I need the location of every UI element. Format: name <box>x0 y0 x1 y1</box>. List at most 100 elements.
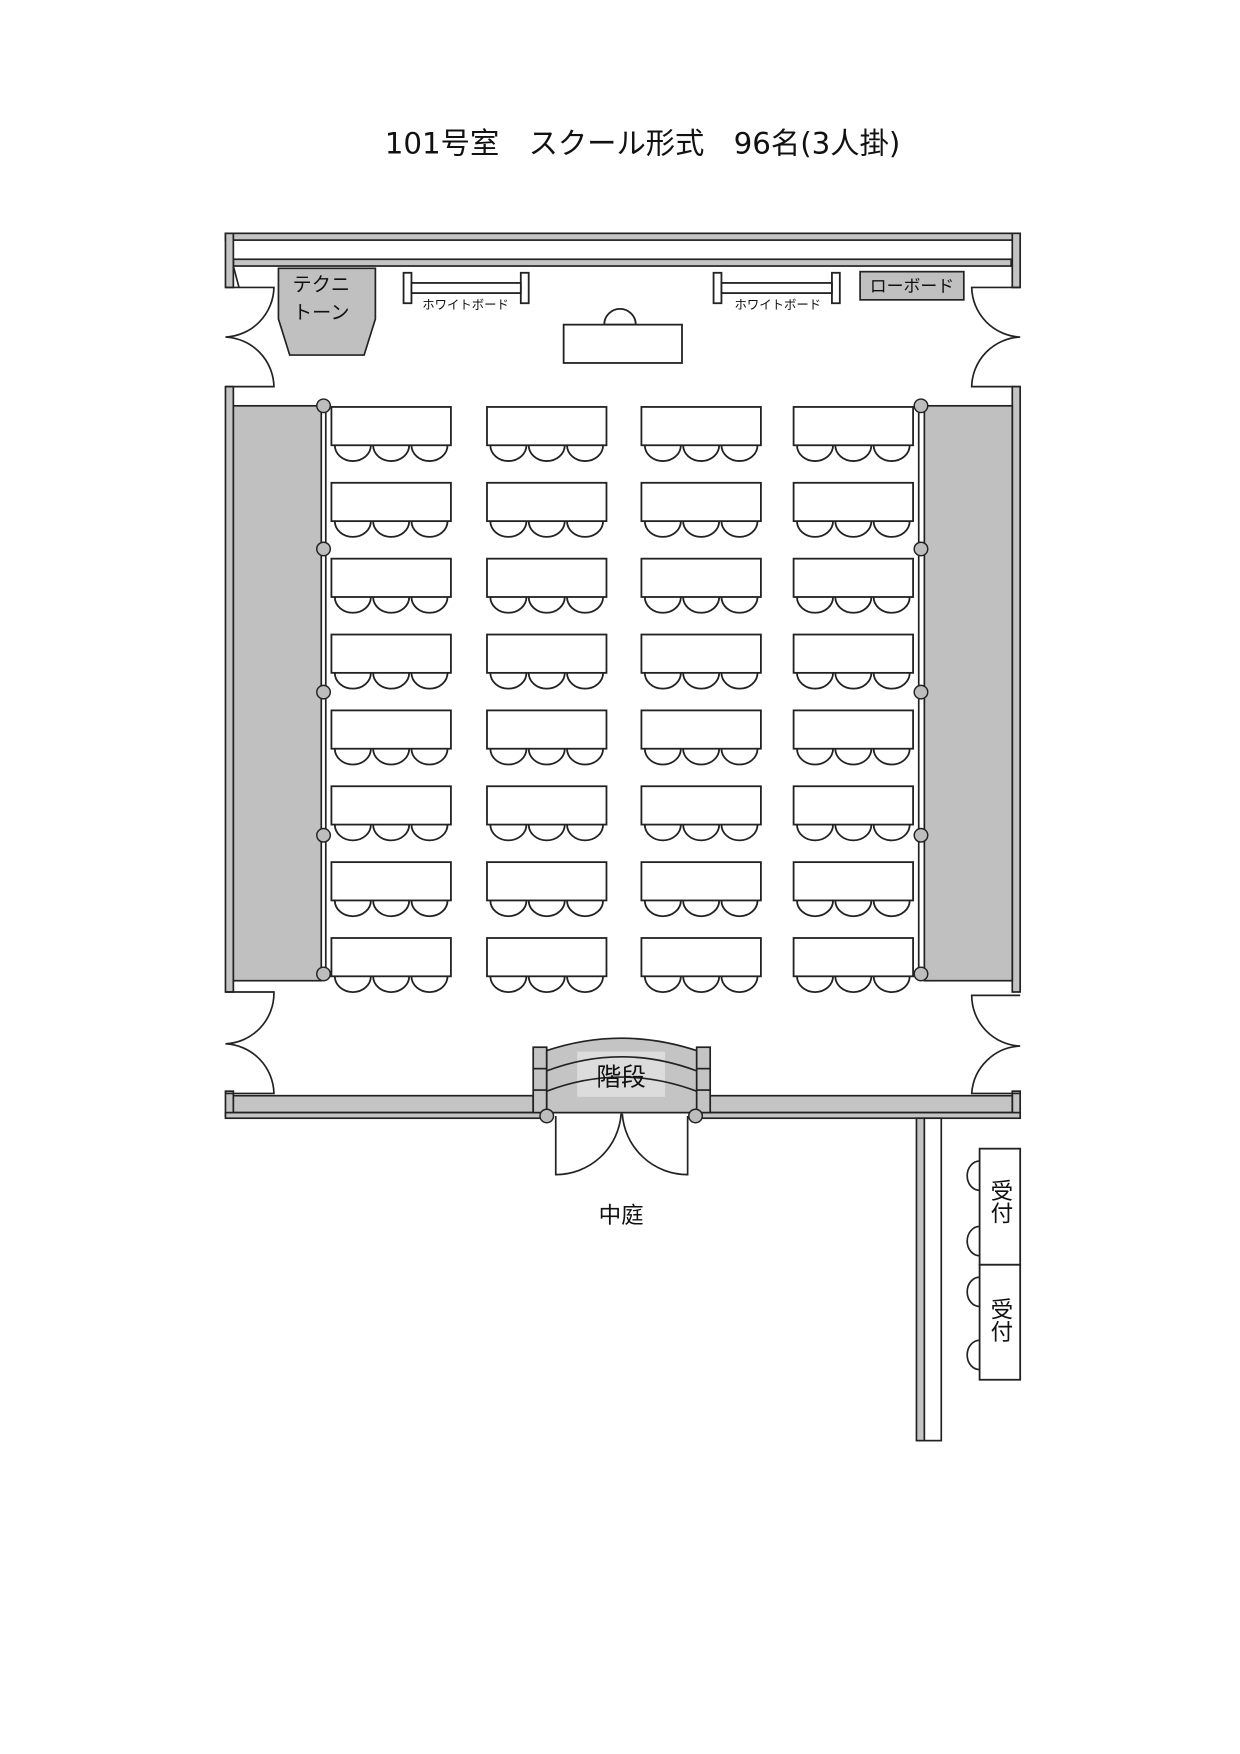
chair <box>796 596 834 614</box>
chair <box>410 824 449 842</box>
table-row-7-col-4 <box>792 861 914 918</box>
chair <box>372 748 411 766</box>
chair <box>333 824 372 842</box>
table <box>640 406 762 447</box>
chair <box>834 672 873 690</box>
table <box>792 481 914 523</box>
reception-desk-1: 受付 <box>966 1147 1022 1266</box>
chair <box>410 445 449 462</box>
chair <box>566 824 604 842</box>
table-row-3-col-3 <box>640 557 762 614</box>
chair <box>720 672 759 690</box>
svg-text:ホワイトボード: ホワイトボード <box>734 297 821 312</box>
table <box>486 557 608 598</box>
door-left-bottom[interactable] <box>225 991 275 1095</box>
chair <box>643 521 682 538</box>
courtyard-label: 中庭 <box>599 1203 644 1229</box>
table-row-3-col-2 <box>486 557 608 614</box>
column <box>316 966 332 982</box>
table-row-3-col-1 <box>330 557 452 614</box>
table-row-6-col-1 <box>330 785 452 842</box>
door-left-top[interactable] <box>225 286 275 388</box>
table-row-5-col-3 <box>640 709 762 766</box>
table <box>486 481 608 523</box>
column <box>913 684 929 700</box>
table <box>640 785 762 826</box>
table <box>640 481 762 523</box>
table-row-7-col-3 <box>640 861 762 918</box>
table-row-8-col-1 <box>330 937 452 993</box>
table <box>486 785 608 826</box>
corridor-wall <box>915 1117 943 1442</box>
table-row-4-col-4 <box>792 633 914 690</box>
courtyard-door[interactable] <box>554 1113 689 1176</box>
column <box>913 541 929 557</box>
table-row-8-col-2 <box>486 937 608 993</box>
chair <box>872 976 911 993</box>
table <box>792 861 914 902</box>
chair <box>720 976 759 993</box>
chair <box>796 900 834 918</box>
left-side-area <box>232 404 323 982</box>
chair <box>489 900 528 918</box>
table <box>792 709 914 750</box>
chair <box>333 521 372 538</box>
chair <box>372 596 411 614</box>
chair <box>796 824 834 842</box>
chair <box>566 445 604 462</box>
chair <box>834 521 873 538</box>
chair <box>410 521 449 538</box>
chair <box>834 976 873 993</box>
chair <box>682 976 721 993</box>
chair <box>834 824 873 842</box>
chair <box>333 900 372 918</box>
chair <box>643 596 682 614</box>
table-row-6-col-2 <box>486 785 608 842</box>
table-row-2-col-3 <box>640 481 762 538</box>
chair <box>682 445 721 462</box>
chair <box>527 900 566 918</box>
table-row-4-col-2 <box>486 633 608 690</box>
table <box>330 633 452 674</box>
chair <box>527 596 566 614</box>
table-row-8-col-3 <box>640 937 762 993</box>
table <box>486 937 608 978</box>
chair <box>872 596 911 614</box>
chair <box>489 596 528 614</box>
chair <box>527 445 566 462</box>
page-title: 101号室 スクール形式 96名(3人掛) <box>385 126 901 160</box>
chair <box>489 445 528 462</box>
svg-text:階段: 階段 <box>596 1063 646 1092</box>
table-row-5-col-4 <box>792 709 914 766</box>
chair <box>834 748 873 766</box>
chair <box>566 521 604 538</box>
chair <box>872 672 911 690</box>
chair <box>682 596 721 614</box>
chair <box>682 748 721 766</box>
chair <box>872 748 911 766</box>
table <box>486 861 608 902</box>
table-row-4-col-1 <box>330 633 452 690</box>
door-right-top[interactable] <box>970 286 1021 388</box>
table <box>486 709 608 750</box>
chair <box>489 976 528 993</box>
table-row-6-col-4 <box>792 785 914 842</box>
chair <box>527 672 566 690</box>
door-right-bottom[interactable] <box>970 994 1021 1095</box>
chair <box>643 445 682 462</box>
top-wall <box>224 232 1022 289</box>
chair <box>872 900 911 918</box>
chair <box>333 596 372 614</box>
chair <box>410 748 449 766</box>
stairs: 階段 <box>532 1037 712 1114</box>
chair <box>333 748 372 766</box>
table-row-4-col-3 <box>640 633 762 690</box>
table <box>792 406 914 447</box>
chair <box>410 900 449 918</box>
chair <box>566 976 604 993</box>
chair <box>872 445 911 462</box>
chair <box>333 672 372 690</box>
chair <box>410 596 449 614</box>
column <box>688 1108 704 1124</box>
chair <box>566 672 604 690</box>
